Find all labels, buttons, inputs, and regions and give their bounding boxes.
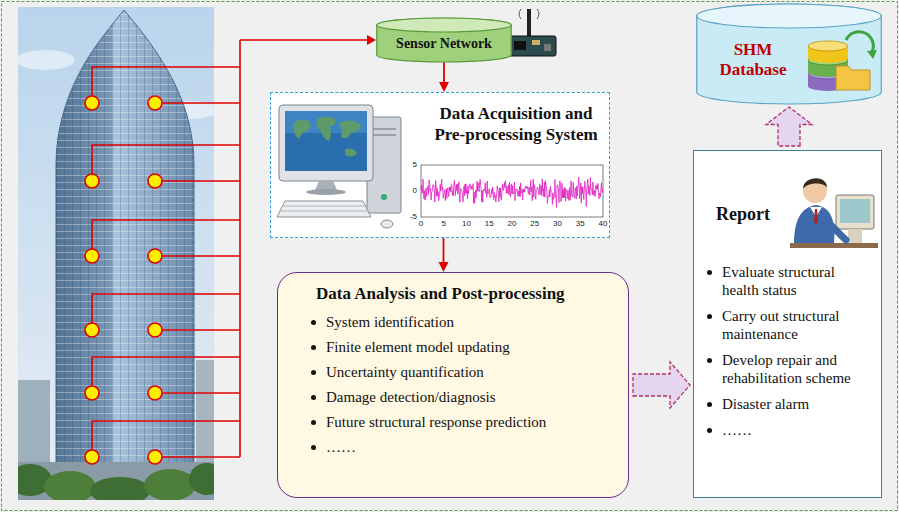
bullet-dot (311, 320, 316, 325)
list-item: Damage detection/diagnosis (326, 388, 616, 407)
block-arrow (766, 107, 812, 146)
block-arrow (633, 362, 690, 408)
box-heading: Report (716, 203, 792, 225)
axis-tick: 5 (413, 160, 417, 170)
list-item: …… (326, 438, 616, 457)
axis-tick: 5 (442, 219, 446, 229)
bullet-dot (311, 395, 316, 400)
list-item: Develop repair and rehabilitation scheme (722, 351, 872, 387)
sensor-dots (85, 96, 162, 464)
list-item: Future structural response prediction (326, 413, 616, 432)
list-item: …… (722, 421, 872, 439)
acquisition-box: Data Acquisition and Pre-processing Syst… (270, 92, 610, 238)
bullet-dot (707, 428, 712, 433)
analysis-box: Data Analysis and Post-processingSystem … (277, 272, 629, 498)
sensor-network-cylinder: Sensor Network (376, 18, 512, 62)
axis-tick: 25 (530, 219, 539, 229)
building-photo (18, 7, 214, 500)
list-item: System identification (326, 313, 616, 332)
bullet-dot (707, 270, 712, 275)
list-item: Disaster alarm (722, 395, 872, 413)
bullet-dot (311, 420, 316, 425)
list-item: Uncertainty quantification (326, 363, 616, 382)
list-item: Evaluate structural health status (722, 263, 872, 299)
database-cylinder: SHM Database (696, 4, 882, 104)
bullet-dot (707, 358, 712, 363)
bullet-dot (311, 445, 316, 450)
axis-tick: 30 (553, 219, 562, 229)
axis-tick: 0 (413, 186, 417, 196)
arrow-connector (439, 62, 449, 92)
bullet-dot (311, 345, 316, 350)
axis-tick: 0 (419, 219, 423, 229)
bullet-dot (707, 314, 712, 319)
axis-tick: -5 (410, 212, 417, 222)
node-label: Sensor Network (384, 36, 504, 52)
axis-tick: 15 (485, 219, 494, 229)
list-item: Finite element model updating (326, 338, 616, 357)
axis-tick: 10 (462, 219, 471, 229)
database-icon (696, 4, 882, 104)
box-heading: Data Acquisition and Pre-processing Syst… (427, 103, 605, 145)
list-item: Carry out structural maintenance (722, 307, 872, 343)
axis-tick: 35 (576, 219, 585, 229)
box-heading: Data Analysis and Post-processing (316, 283, 616, 304)
bullet-dot (311, 370, 316, 375)
axis-tick: 40 (599, 219, 608, 229)
report-box: ReportEvaluate structural health statusC… (693, 150, 882, 498)
arrow-connector (439, 238, 449, 272)
bullet-dot (707, 402, 712, 407)
wireless-device-icon (508, 9, 556, 56)
wire-arrowhead (367, 35, 376, 45)
axis-tick: 20 (508, 219, 517, 229)
node-label: SHM Database (708, 40, 798, 80)
